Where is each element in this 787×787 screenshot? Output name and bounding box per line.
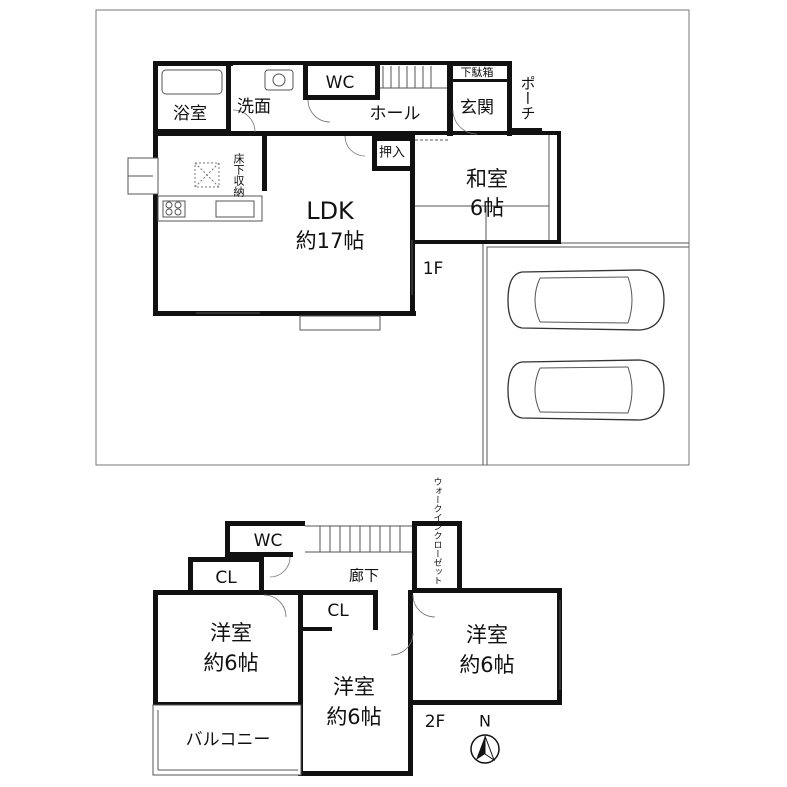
western-room-left-size: 約6帖 <box>203 651 258 675</box>
details-1f <box>127 66 550 331</box>
walls-2f <box>153 521 562 776</box>
porch-label: ポーチ <box>519 76 537 121</box>
floor-1f-label: 1F <box>423 259 444 279</box>
details-2f <box>152 525 561 776</box>
japanese-room-name: 和室 <box>466 167 508 191</box>
washroom-label: 洗面 <box>237 97 271 117</box>
north-label: N <box>479 712 491 731</box>
japanese-room-size: 6帖 <box>470 196 504 220</box>
western-room-center-size: 約6帖 <box>326 705 381 729</box>
ldk-size: 約17帖 <box>296 229 365 253</box>
balcony-label: バルコニー <box>186 730 271 750</box>
walls-1f <box>153 61 561 316</box>
parked-car-bottom <box>507 359 665 421</box>
floor-2f-label: 2F <box>425 712 446 732</box>
western-room-center-name: 洋室 <box>333 675 375 699</box>
western-room-left-name: 洋室 <box>210 621 252 645</box>
shoe-box-label: 下駄箱 <box>461 65 494 79</box>
walk-in-closet-label: ウォークインクローゼット <box>432 477 443 585</box>
north-compass-icon <box>470 734 500 764</box>
bath-label: 浴室 <box>173 104 207 124</box>
lot-boundary <box>95 9 690 466</box>
ldk-name: LDK <box>306 197 355 225</box>
underfloor-storage-label: 床下収納 <box>232 152 245 198</box>
western-room-right-size: 約6帖 <box>459 653 514 677</box>
cl-left-label: CL <box>215 568 237 588</box>
corridor-label: 廊下 <box>349 567 379 585</box>
parked-car-top <box>507 269 665 331</box>
hall-label: ホール <box>370 104 421 124</box>
entrance-label: 玄関 <box>460 98 494 118</box>
wc-1f-label: WC <box>326 73 355 93</box>
western-room-right-name: 洋室 <box>466 623 508 647</box>
wc-2f-label: WC <box>254 531 283 551</box>
cl-center-label: CL <box>327 601 349 621</box>
closet-label: 押入 <box>379 146 405 161</box>
